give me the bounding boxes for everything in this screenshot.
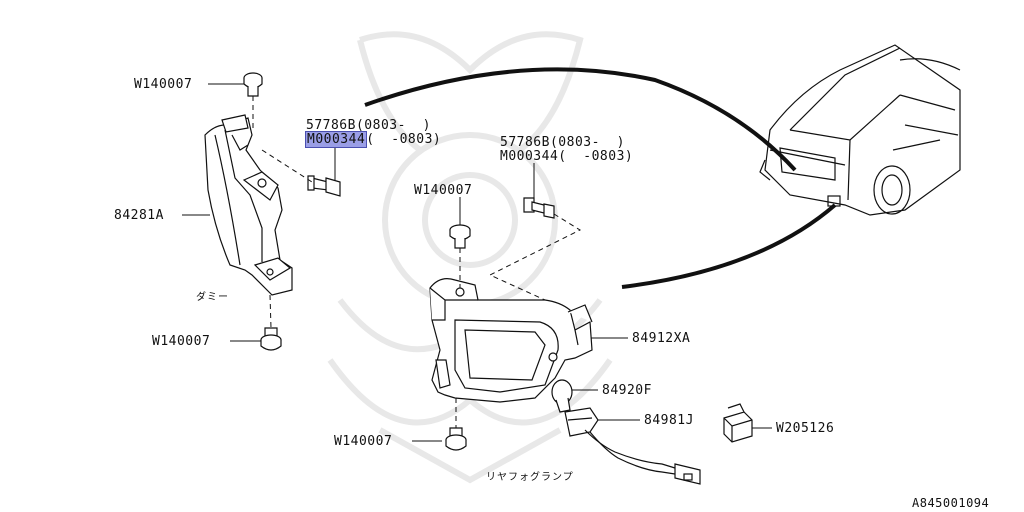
clip-w140007-left-low xyxy=(260,327,282,351)
dashed-guides-mid xyxy=(455,213,582,428)
bulb-84920f xyxy=(551,379,573,413)
label-w140007-top: W140007 xyxy=(134,77,193,92)
label-57786b-right: 57786B(0803- ) xyxy=(500,135,625,150)
label-84912xa: 84912XA xyxy=(632,331,691,346)
label-84920f: 84920F xyxy=(602,383,652,398)
dashed-guides-left xyxy=(252,96,313,329)
label-57786b-left: 57786B(0803- ) xyxy=(306,118,431,133)
label-w140007-left-low: W140007 xyxy=(152,334,211,349)
label-m000344-left-range: ( -0803) xyxy=(366,132,442,147)
diagram-id: A845001094 xyxy=(912,496,990,510)
socket-harness-84981j xyxy=(564,407,701,485)
label-w205126: W205126 xyxy=(776,421,835,436)
leader-arc-bottom xyxy=(621,203,837,289)
label-m000344-left: M000344( -0803) xyxy=(304,131,442,148)
clip-w205126 xyxy=(723,403,753,443)
clip-w140007-top xyxy=(243,72,263,97)
leader-arc-top xyxy=(364,67,797,172)
bolt-57786b-right xyxy=(523,197,555,219)
label-m000344-right: M000344( -0803) xyxy=(500,149,634,164)
clip-w140007-bottom xyxy=(445,427,467,451)
label-w140007-mid: W140007 xyxy=(414,183,473,198)
label-w140007-bottom: W140007 xyxy=(334,434,393,449)
label-dummy: ダミー xyxy=(196,292,229,303)
rear-fog-lamp-housing-84912xa xyxy=(429,278,593,403)
clip-w140007-mid xyxy=(449,224,471,249)
label-m000344-left-code[interactable]: M000344 xyxy=(304,131,368,148)
label-rear-fog-lamp: リヤフォグランプ xyxy=(486,472,574,483)
label-84281a: 84281A xyxy=(114,208,164,223)
dummy-bracket-84281a xyxy=(204,114,293,296)
label-leaders xyxy=(182,83,772,442)
label-84981j: 84981J xyxy=(644,413,694,428)
car-illustration xyxy=(759,44,961,216)
bolt-57786b xyxy=(307,175,341,197)
